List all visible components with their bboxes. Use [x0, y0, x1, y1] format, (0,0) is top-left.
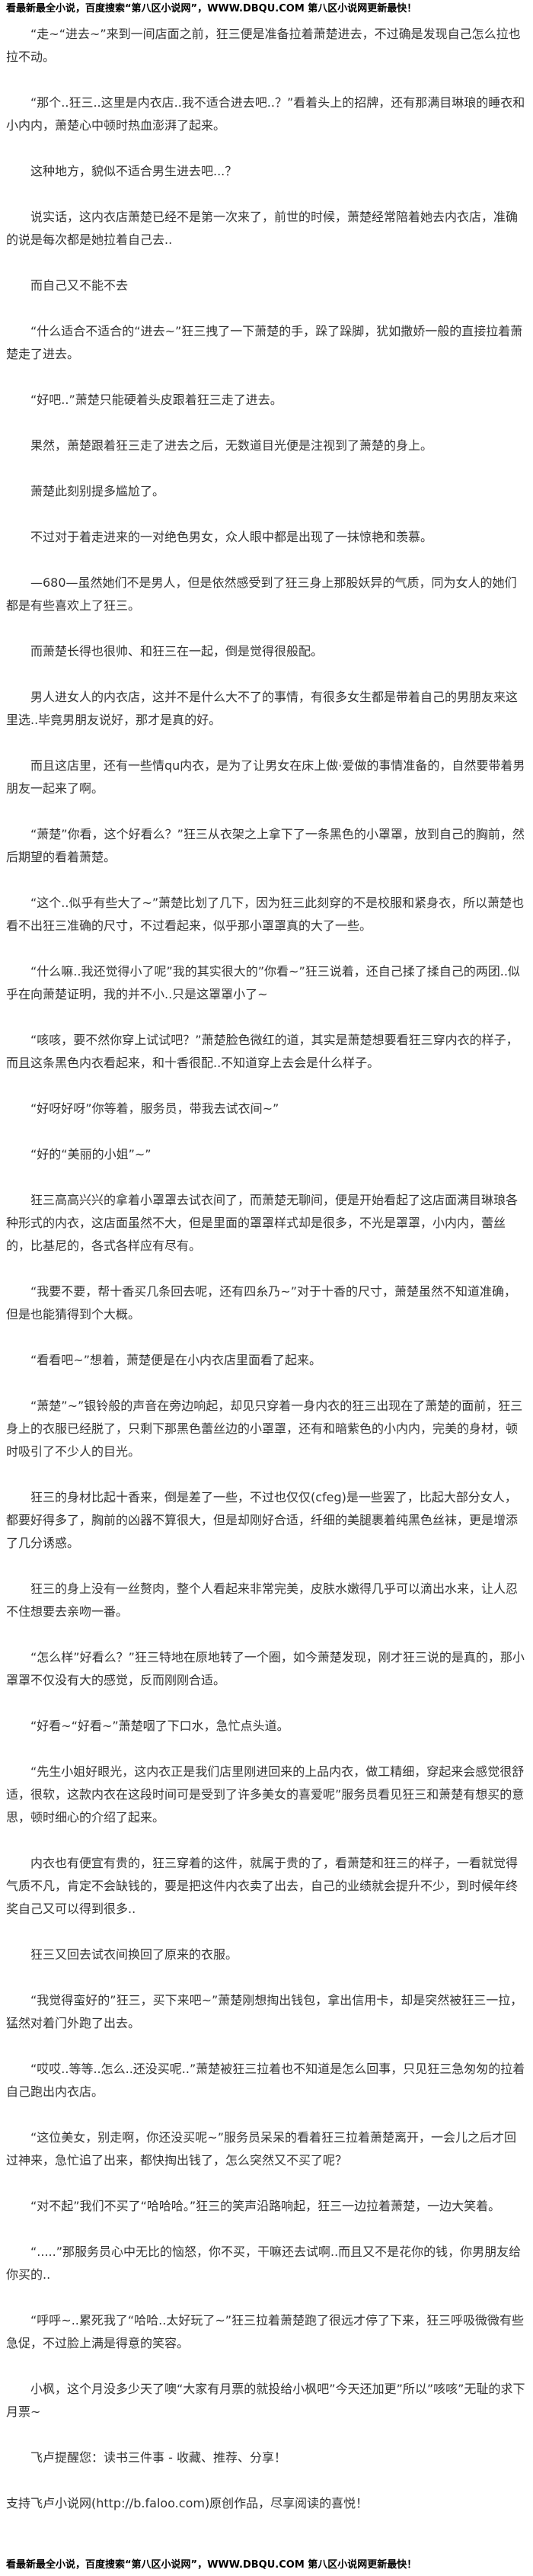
story-paragraph: 不过对于着走进来的一对绝色男女，众人眼中都是出现了一抹惊艳和羡慕。: [30, 530, 433, 544]
story-paragraph: “看看吧~”想着，萧楚便是在小内衣店里面看了起来。: [30, 1353, 321, 1367]
story-paragraph: “什么嘛..我还觉得小了呢”我的其实很大的”你看~”狂三说着，还自己揉了揉自己的…: [6, 964, 520, 1001]
story-paragraph: “好呀好呀”你等着，服务员，带我去试衣间~”: [30, 1101, 279, 1116]
story-paragraph: 而自己又不能不去: [30, 278, 129, 293]
story-paragraph: 果然，萧楚跟着狂三走了进去之后，无数道目光便是注视到了萧楚的身上。: [30, 438, 433, 453]
story-paragraph: 男人进女人的内衣店，这并不是什么大不了的事情，有很多女生都是带着自己的男朋友来这…: [6, 690, 519, 727]
story-paragraph: “怎么样”好看么？”狂三特地在原地转了一个圈，如今萧楚发现，刚才狂三说的是真的，…: [6, 1650, 525, 1687]
story-paragraph: “我要不要，帮十香买几条回去呢，还有四糸乃~”对于十香的尺寸，萧楚虽然不知道准确…: [6, 1284, 516, 1322]
story-paragraph: 而且这店里，还有一些情qu内衣，是为了让男女在床上做·爱做的事情准备的，自然要带…: [6, 758, 525, 796]
chapter-content: “走~“进去~”来到一间店面之前，狂三便是准备拉着萧楚进去，不过确是发现自己怎么…: [0, 18, 533, 2515]
story-paragraph: “我觉得蛮好的”狂三，买下来吧~”萧楚刚想掏出钱包，拿出信用卡，却是突然被狂三一…: [6, 1993, 523, 2030]
story-paragraph: 内衣也有便宜有贵的，狂三穿着的这件，就属于贵的了，看萧楚和狂三的样子，一看就觉得…: [6, 1856, 519, 1916]
story-paragraph: “.....”那服务员心中无比的恼怒，你不买，干嘛还去试啊..而且又不是花你的钱…: [6, 2244, 522, 2282]
story-paragraph: 狂三的身材比起十香来，倒是差了一些，不过也仅仅(cfeg)是一些罢了，比起大部分…: [6, 1490, 519, 1550]
site-banner-top: 看最新最全小说，百度搜索“第八区小说网”，WWW.DBQU.COM 第八区小说网…: [6, 3, 417, 14]
story-paragraph: 狂三的身上没有一丝赘肉，整个人看起来非常完美，皮肤水嫩得几乎可以滴出水来，让人忍…: [6, 1581, 519, 1619]
story-paragraph: “这位美女，别走啊，你还没买呢~”服务员呆呆的看着狂三拉着萧楚离开，一会儿之后才…: [6, 2130, 516, 2167]
story-paragraph: 萧楚此刻别提多尴尬了。: [30, 484, 165, 498]
story-paragraph: “好的“美丽的小姐”~”: [30, 1147, 152, 1161]
story-paragraph: “那个..狂三..这里是内衣店..我不适合进去吧..？”看着头上的招牌，还有那满…: [6, 95, 525, 133]
story-paragraph: “先生小姐好眼光，这内衣正是我们店里刚进回来的上品内衣，做工精细，穿起来会感觉很…: [6, 1764, 525, 1825]
story-paragraph: “对不起”我们不买了“哈哈哈。”狂三的笑声沿路响起，狂三一边拉着萧楚，一边大笑着…: [30, 2199, 501, 2213]
reminder-line: 飞卢提醒您：读书三件事 - 收藏、推荐、分享！: [30, 2450, 286, 2465]
story-paragraph: 这种地方，貌似不适合男生进去吧...？: [30, 164, 238, 178]
support-line: 支持飞卢小说网(http://b.faloo.com)原创作品，尽享阅读的喜悦！: [6, 2496, 369, 2510]
story-paragraph: 狂三又回去试衣间换回了原来的衣服。: [30, 1947, 238, 1962]
story-paragraph: “咳咳，要不然你穿上试试吧？”萧楚脸色微红的道，其实是萧楚想要看狂三穿内衣的样子…: [6, 1033, 519, 1070]
story-paragraph: “哎哎..等等..怎么..还没买呢..”萧楚被狂三拉着也不知道是怎么回事，只见狂…: [6, 2062, 525, 2099]
story-paragraph: 而萧楚长得也很帅、和狂三在一起，倒是觉得很般配。: [30, 644, 324, 658]
story-paragraph: “萧楚”~”银铃般的声音在旁边响起，却见只穿着一身内衣的狂三出现在了萧楚的面前，…: [6, 1399, 523, 1459]
story-paragraph: “走~“进去~”来到一间店面之前，狂三便是准备拉着萧楚进去，不过确是发现自己怎么…: [6, 27, 521, 64]
story-paragraph: —680—虽然她们不是男人，但是依然感受到了狂三身上那股妖异的气质，同为女人的她…: [6, 575, 517, 613]
story-paragraph: 狂三高高兴兴的拿着小罩罩去试衣间了，而萧楚无聊间，便是开始看起了这店面满目琳琅各…: [6, 1193, 519, 1253]
site-banner-bottom: 看最新最全小说，百度搜索“第八区小说网”，WWW.DBQU.COM 第八区小说网…: [6, 2559, 417, 2571]
story-paragraph: “好吧..”萧楚只能硬着头皮跟着狂三走了进去。: [30, 392, 282, 407]
story-paragraph: “什么适合不适合的“进去~”狂三拽了一下萧楚的手，跺了跺脚，犹如撒娇一般的直接拉…: [6, 324, 523, 361]
story-paragraph: “好看~“好看~”萧楚咽了下口水，急忙点头道。: [30, 1719, 289, 1733]
story-paragraph: “这个..似乎有些大了~”萧楚比划了几下，因为狂三此刻穿的不是校服和紧身衣，所以…: [6, 896, 525, 933]
story-paragraph: 说实话，这内衣店萧楚已经不是第一次来了，前世的时候，萧楚经常陪着她去内衣店，准确…: [6, 210, 519, 247]
story-paragraph: “萧楚”你看，这个好看么？”狂三从衣架之上拿下了一条黑色的小罩罩，放到自己的胸前…: [6, 827, 525, 864]
author-note: 小枫，这个月没多少天了噢“大家有月票的就投给小枫吧”今天还加更”所以”咳咳”无耻…: [6, 2382, 525, 2419]
story-paragraph: “呼呼~..累死我了“哈哈..太好玩了~”狂三拉着萧楚跑了很远才停了下来，狂三呼…: [6, 2313, 525, 2350]
